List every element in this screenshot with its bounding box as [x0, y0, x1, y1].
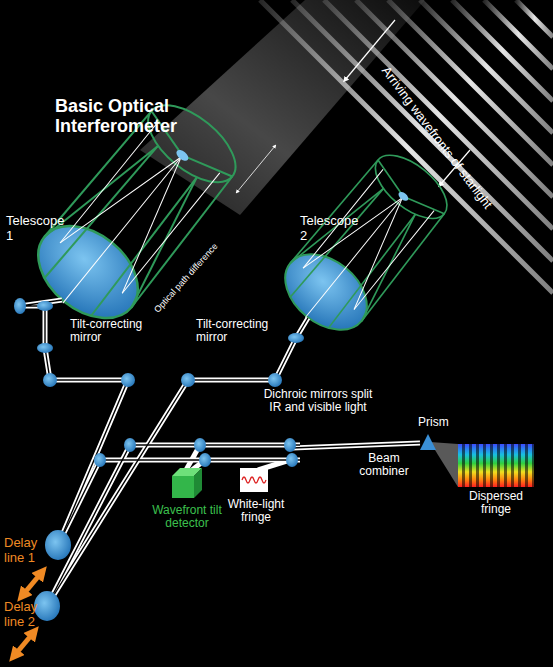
- fringe-label: White-light fringe: [218, 498, 294, 525]
- light-ray: [122, 173, 220, 293]
- relay-mirror: [181, 373, 195, 387]
- dispersed-fringe-image: [458, 444, 534, 487]
- truss-bar: [290, 158, 378, 265]
- relay-mirror: [14, 298, 26, 314]
- telescope-truss: [274, 141, 460, 341]
- tilt-detector-cube: [172, 468, 202, 498]
- telescope-label: Telescope 2: [300, 214, 360, 243]
- light-rays: [280, 169, 434, 338]
- spider-vane: [182, 144, 232, 188]
- fringe-label: Dispersed fringe: [460, 490, 532, 517]
- light-ray: [60, 122, 158, 242]
- light-ray: [354, 211, 434, 310]
- mirror-label: Tilt-correcting mirror: [70, 318, 165, 345]
- dimension-line: [237, 146, 275, 192]
- wavefront-line: [516, 0, 553, 37]
- beam-path: [292, 443, 420, 448]
- telescope-2: [270, 141, 461, 346]
- relay-mirror: [268, 373, 282, 387]
- relay-mirror: [94, 453, 106, 467]
- wavefront-line: [420, 0, 553, 133]
- light-ray: [63, 157, 181, 303]
- telescope-label: Telescope 1: [6, 214, 66, 243]
- truss-bar: [87, 177, 200, 315]
- motion-arrow: [22, 572, 42, 596]
- mirror-label: Tilt-correcting mirror: [196, 318, 291, 345]
- truss-bar: [325, 214, 418, 327]
- cube-face: [172, 476, 194, 498]
- beam-path: [47, 318, 308, 606]
- beam-path: [47, 445, 300, 606]
- beam-outer: [20, 300, 420, 606]
- tilt-mirror: [37, 301, 53, 311]
- dichroic-mirror: [199, 453, 211, 467]
- spider-vane: [403, 187, 444, 223]
- delay-line-mirror: [45, 530, 71, 560]
- wavefront-line: [452, 0, 553, 101]
- relay-mirrors: [14, 298, 304, 467]
- beam-combiner-mirror: [284, 438, 296, 452]
- relay-mirror: [43, 373, 57, 387]
- relay-mirror: [124, 438, 136, 452]
- beam-path: [292, 443, 420, 448]
- dimension-label: Optical path difference: [152, 241, 220, 315]
- delay-line-label: Delay line 1: [4, 536, 48, 565]
- diagram-title: Basic Optical Interferometer: [55, 96, 195, 136]
- dichroic-mirror: [194, 438, 206, 452]
- fringe-wave: [242, 477, 266, 483]
- truss-bar: [290, 186, 383, 299]
- tilt-mirror: [288, 333, 304, 343]
- prism: [420, 434, 436, 450]
- delay-line-mirror: [34, 591, 60, 621]
- fringe-screen: [240, 468, 268, 492]
- secondary-mirror: [397, 190, 410, 202]
- truss-bar: [290, 173, 383, 279]
- beam-combiner-mirror: [286, 453, 298, 467]
- detector-label: Wavefront tilt detector: [146, 504, 228, 531]
- truss-bar: [45, 143, 158, 281]
- motion-arrow: [14, 632, 34, 656]
- relay-mirror: [37, 343, 53, 353]
- cube-face: [194, 468, 202, 498]
- prism-label: Prism: [418, 416, 449, 429]
- fringe-stripes: [458, 444, 534, 487]
- delay-line-label: Delay line 2: [4, 600, 48, 629]
- beam-path: [47, 445, 300, 606]
- wavefront-line: [388, 0, 553, 165]
- dichroic-label: Dichroic mirrors split IR and visible li…: [262, 388, 374, 415]
- wavefront-line: [484, 0, 553, 69]
- telescope-truss: [24, 88, 251, 332]
- beam-path: [47, 318, 308, 606]
- beam-inner: [20, 300, 420, 606]
- starlight-beam: [140, 0, 425, 215]
- combiner-label: Beam combiner: [352, 452, 416, 479]
- beam-path: [58, 460, 300, 545]
- secondary-mirror: [174, 148, 190, 163]
- beam-paths: [20, 300, 420, 606]
- relay-mirror: [121, 373, 135, 387]
